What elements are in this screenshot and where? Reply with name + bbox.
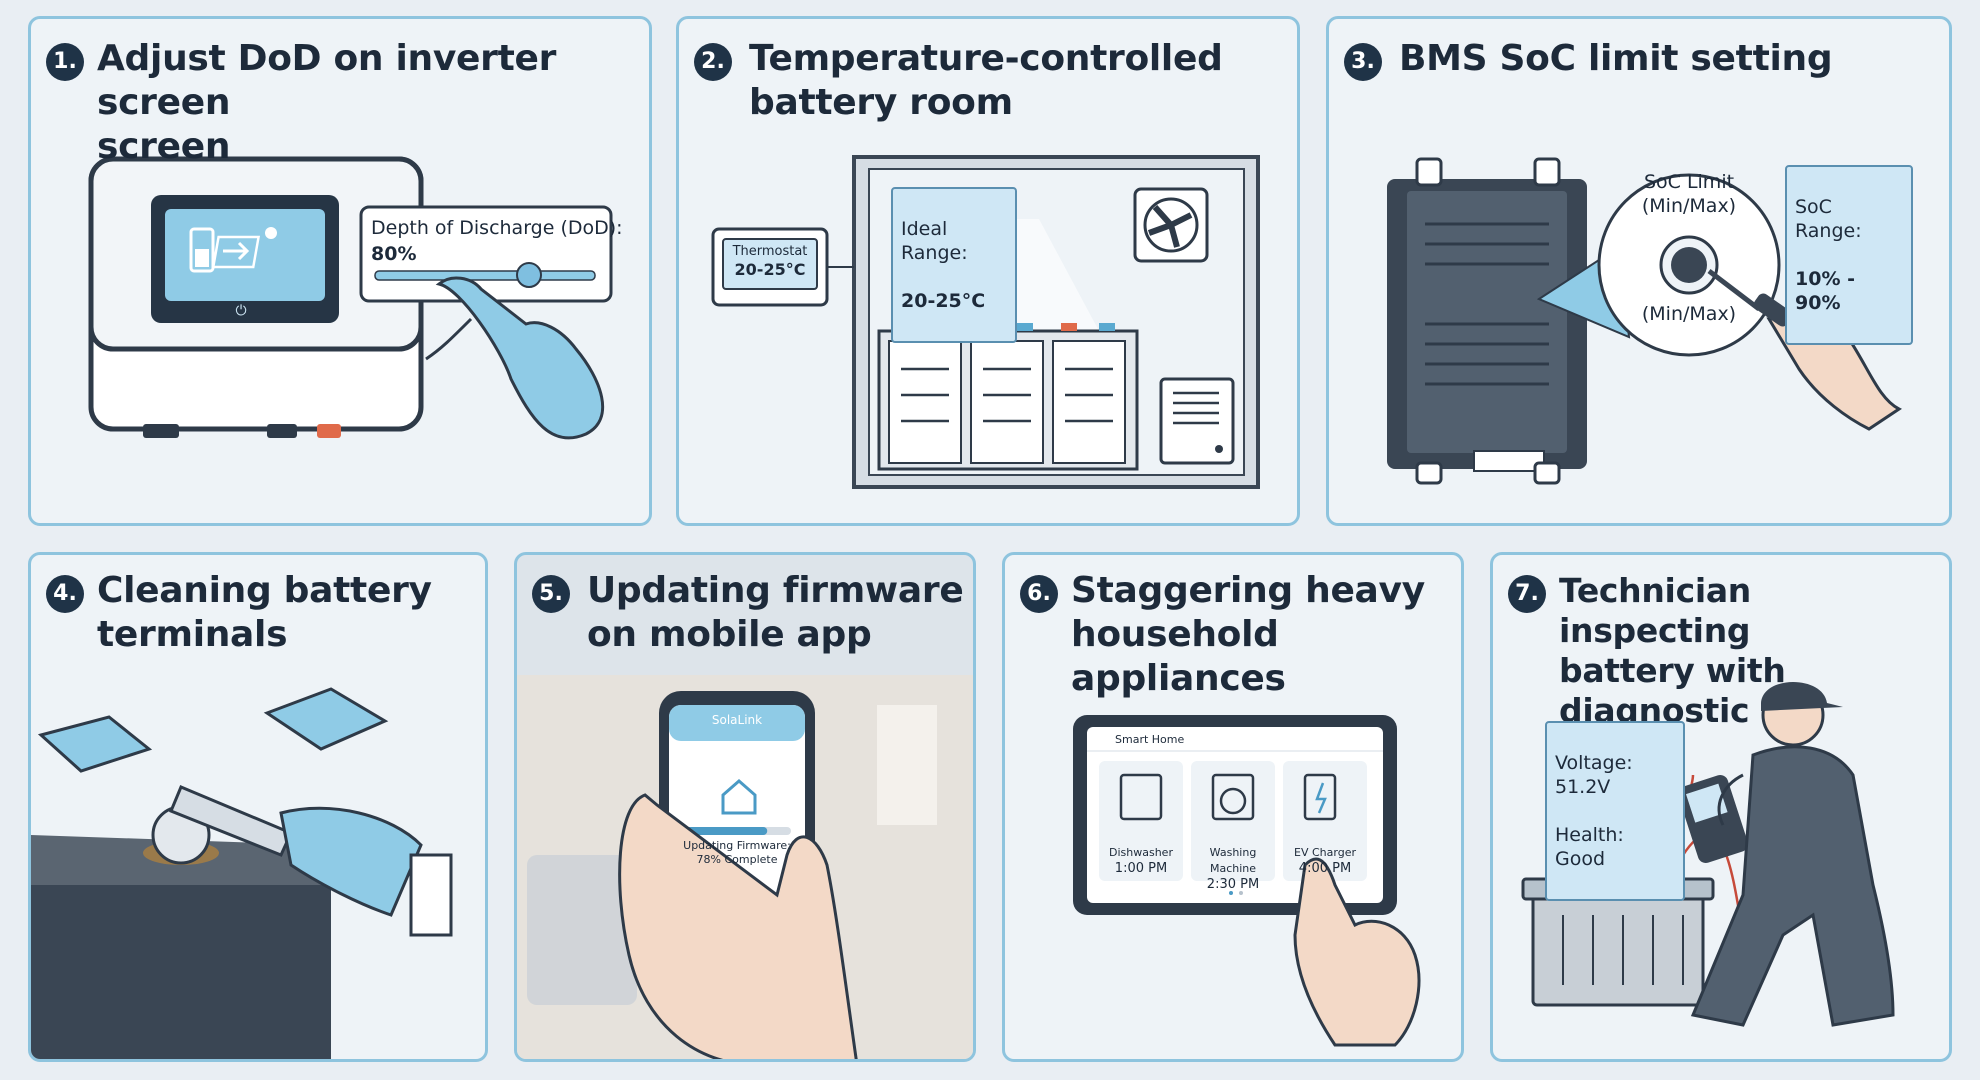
ideal-range-caption: Ideal Range: — [901, 218, 968, 264]
appliance-name: Washing Machine — [1209, 846, 1257, 875]
phone-illustration — [517, 675, 973, 1059]
technician-illustration — [1521, 682, 1895, 1027]
firmware-progress-fill — [683, 827, 768, 835]
health-reading: Health: Good — [1555, 824, 1624, 870]
panel-title: Technician inspecting battery with diagn… — [1559, 571, 1786, 770]
panel-technician-inspecting: 7. Technician inspecting battery with di… — [1490, 552, 1952, 1062]
step-number: 2. — [694, 43, 732, 81]
tablet-illustration — [1073, 715, 1421, 1047]
step-number: 6. — [1020, 575, 1058, 613]
appliance-washing-machine: Washing Machine 2:30 PM — [1191, 845, 1275, 893]
soc-range-value: 10% - 90% — [1795, 268, 1855, 314]
soc-limit-label: SoC Limit — [1643, 171, 1735, 193]
bms-illustration — [1387, 157, 1902, 485]
cleaning-illustration — [31, 687, 453, 1059]
panel-adjust-dod: ⏻ 1. Adjust DoD on inverter screen scree… — [28, 16, 652, 526]
step-number: 1. — [46, 43, 84, 81]
thermostat-value: 20-25°C — [734, 260, 806, 279]
soc-minmax-bottom: (Min/Max) — [1641, 303, 1737, 325]
appliance-time: 1:00 PM — [1114, 861, 1168, 876]
panel-title: Staggering heavy household appliances — [1071, 570, 1425, 699]
step-number: 7. — [1508, 575, 1546, 613]
inverter-illustration: ⏻ — [88, 156, 613, 440]
soc-range-label: SoC Range: 10% - 90% — [1785, 165, 1913, 345]
panel-title: Temperature-controlled battery room — [749, 38, 1223, 123]
appliance-name: Dishwasher — [1109, 846, 1173, 859]
panel-battery-room: 2. Temperature-controlled battery room I… — [676, 16, 1300, 526]
firmware-update-text: Updating Firmware: — [683, 839, 791, 852]
step-number: 5. — [532, 575, 570, 613]
appliance-ev-charger: EV Charger 4:00 PM — [1283, 845, 1367, 877]
soc-range-caption: SoC Range: — [1795, 196, 1862, 242]
firmware-update-percent: 78% Complete — [696, 853, 778, 866]
appliance-name: EV Charger — [1294, 846, 1356, 859]
step-number: 4. — [46, 575, 84, 613]
appliance-dishwasher: Dishwasher 1:00 PM — [1099, 845, 1183, 877]
panel-firmware-update: 5. Updating firmware on mobile app SolaL… — [514, 552, 976, 1062]
step-number: 3. — [1344, 43, 1382, 81]
ideal-range-label: Ideal Range: 20-25°C — [891, 187, 1017, 343]
panel-title: Adjust DoD on inverter screen screen — [97, 38, 557, 167]
svg-text:⏻: ⏻ — [235, 303, 246, 319]
thermostat-display: Thermostat 20-25°C — [725, 243, 815, 279]
panel-staggering-appliances: 6. Staggering heavy household appliances… — [1002, 552, 1464, 1062]
panel-title: BMS SoC limit setting — [1399, 38, 1833, 79]
appliance-time: 2:30 PM — [1206, 877, 1260, 892]
dod-value: 80% — [371, 243, 417, 265]
panel-title: Cleaning battery terminals — [97, 570, 432, 655]
soc-minmax-top: (Min/Max) — [1641, 195, 1737, 217]
diagnostic-readout: Voltage: 51.2V Health: Good — [1545, 721, 1685, 901]
ideal-range-value: 20-25°C — [901, 290, 986, 312]
panel-bms-soc: 3. BMS SoC limit setting SoC Limit (Min/… — [1326, 16, 1952, 526]
appliance-time: 4:00 PM — [1298, 861, 1352, 876]
smart-home-title: Smart Home — [1115, 733, 1185, 746]
panel-title: Updating firmware on mobile app — [587, 570, 964, 655]
voltage-reading: Voltage: 51.2V — [1555, 752, 1633, 798]
dod-label: Depth of Discharge (DoD): — [371, 217, 623, 239]
panel-cleaning-terminals: 4. Cleaning battery terminals — [28, 552, 488, 1062]
thermostat-label: Thermostat — [732, 244, 808, 259]
app-title: SolaLink — [711, 713, 763, 727]
